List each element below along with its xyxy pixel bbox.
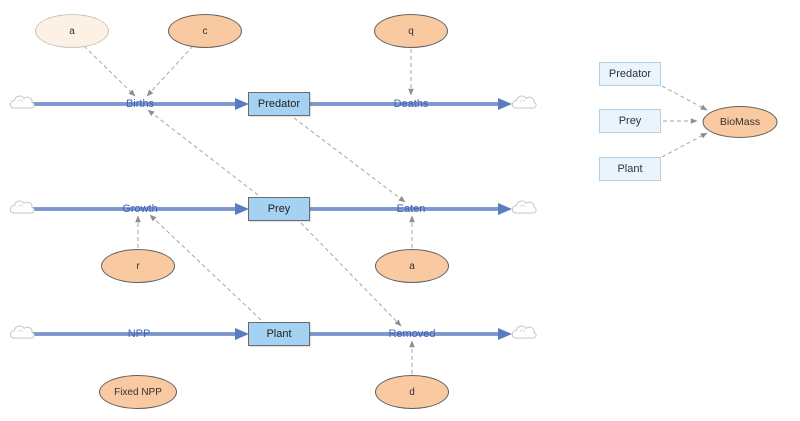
link-c-to-births [146, 45, 194, 97]
stock-predator[interactable]: Predator [248, 92, 310, 116]
stock-predator-label: Predator [257, 98, 301, 110]
link-prey-to-removed [300, 222, 402, 327]
aux-c[interactable]: c [168, 14, 242, 48]
aux-d-label: d [409, 386, 415, 398]
aux-a-ghost[interactable]: a [35, 14, 109, 48]
flow-growth[interactable]: Growth [122, 203, 158, 215]
aux-q-label: q [408, 25, 414, 37]
stock-prey[interactable]: Prey [248, 197, 310, 221]
stock-plant[interactable]: Plant [248, 322, 310, 346]
aux-q[interactable]: q [374, 14, 448, 48]
cloud-source-icon[interactable] [9, 200, 35, 214]
flow-eaten[interactable]: Eaten [396, 203, 426, 215]
link-predator-to-eaten [293, 117, 406, 203]
flow-pipe-births [31, 98, 249, 110]
link-legend-predator-to-biomass [661, 85, 708, 111]
aux-biomass[interactable]: BioMass [702, 106, 778, 138]
flow-pipe-removed [310, 328, 512, 340]
aux-biomass-label: BioMass [719, 116, 761, 128]
var-predator-label: Predator [608, 68, 652, 80]
flow-deaths[interactable]: Deaths [393, 98, 429, 110]
var-plant-label: Plant [617, 163, 643, 175]
flow-pipe-npp [31, 328, 249, 340]
aux-fixed-npp-label: Fixed NPP [114, 386, 162, 398]
link-a-ghost-to-births [83, 45, 136, 97]
flow-births[interactable]: Births [125, 98, 155, 110]
cloud-source-icon[interactable] [9, 325, 35, 339]
cloud-sink-icon[interactable] [511, 325, 537, 339]
var-prey[interactable]: Prey [599, 109, 661, 133]
cloud-sink-icon[interactable] [511, 200, 537, 214]
aux-r-label: r [136, 260, 140, 272]
aux-c-label: c [202, 25, 208, 37]
stock-plant-label: Plant [266, 328, 292, 340]
aux-d[interactable]: d [375, 375, 449, 409]
stock-prey-label: Prey [267, 203, 291, 215]
var-prey-label: Prey [618, 115, 642, 127]
flow-pipe-growth [31, 203, 249, 215]
link-plant-to-growth [149, 214, 262, 321]
aux-fixed-npp[interactable]: Fixed NPP [99, 375, 177, 409]
cloud-source-icon[interactable] [9, 95, 35, 109]
cloud-sink-icon[interactable] [511, 95, 537, 109]
flow-pipe-deaths [310, 98, 512, 110]
var-plant[interactable]: Plant [599, 157, 661, 181]
link-legend-plant-to-biomass [661, 132, 708, 158]
aux-r[interactable]: r [101, 249, 175, 283]
var-predator[interactable]: Predator [599, 62, 661, 86]
aux-a[interactable]: a [375, 249, 449, 283]
flow-npp[interactable]: NPP [127, 328, 151, 340]
flow-removed[interactable]: Removed [388, 328, 436, 340]
aux-a-ghost-label: a [69, 25, 75, 37]
link-prey-to-births [147, 109, 259, 196]
flow-pipe-eaten [310, 203, 512, 215]
aux-a-label: a [409, 260, 415, 272]
